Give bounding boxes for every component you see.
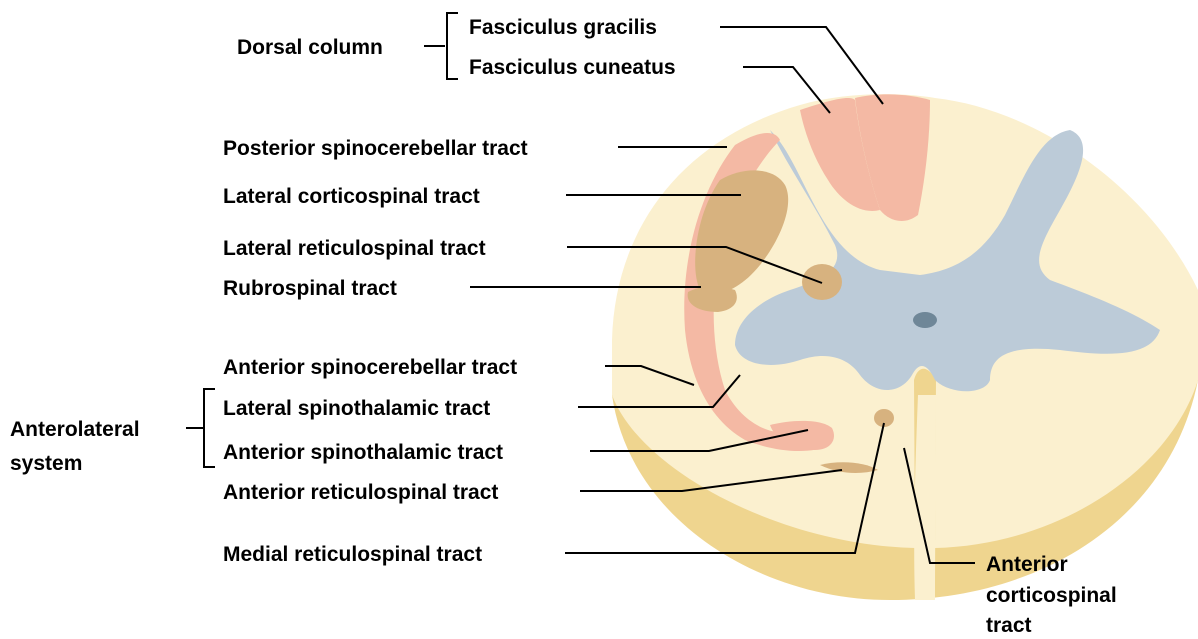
label-anterolateral-line1: Anterolateral — [10, 418, 140, 441]
label-anterior-corticospinal-line3: tract — [986, 614, 1032, 637]
label-anterolateral-line2: system — [10, 452, 82, 475]
label-lateral-corticospinal: Lateral corticospinal tract — [223, 185, 480, 208]
dorsal-column-bracket — [447, 13, 458, 79]
label-rubrospinal: Rubrospinal tract — [223, 277, 397, 300]
label-posterior-spinocerebellar: Posterior spinocerebellar tract — [223, 137, 528, 160]
label-dorsal-column: Dorsal column — [237, 36, 383, 59]
label-anterior-spinocerebellar: Anterior spinocerebellar tract — [223, 356, 517, 379]
label-anterior-corticospinal-line2: corticospinal — [986, 584, 1117, 607]
anterior-median-fissure-side — [914, 395, 936, 600]
label-medial-reticulospinal: Medial reticulospinal tract — [223, 543, 482, 566]
spinal-cord-illustration — [612, 94, 1198, 600]
label-anterior-reticulospinal: Anterior reticulospinal tract — [223, 481, 498, 504]
fasciculus-gracilis-leader — [720, 27, 883, 104]
central-canal — [913, 312, 937, 328]
label-fasciculus-gracilis: Fasciculus gracilis — [469, 16, 657, 39]
label-anterior-spinothalamic: Anterior spinothalamic tract — [223, 441, 503, 464]
label-lateral-reticulospinal: Lateral reticulospinal tract — [223, 237, 486, 260]
label-anterior-corticospinal-line1: Anterior — [986, 553, 1068, 576]
label-fasciculus-cuneatus: Fasciculus cuneatus — [469, 56, 676, 79]
anterolateral-bracket — [204, 389, 215, 467]
label-lateral-spinothalamic: Lateral spinothalamic tract — [223, 397, 490, 420]
